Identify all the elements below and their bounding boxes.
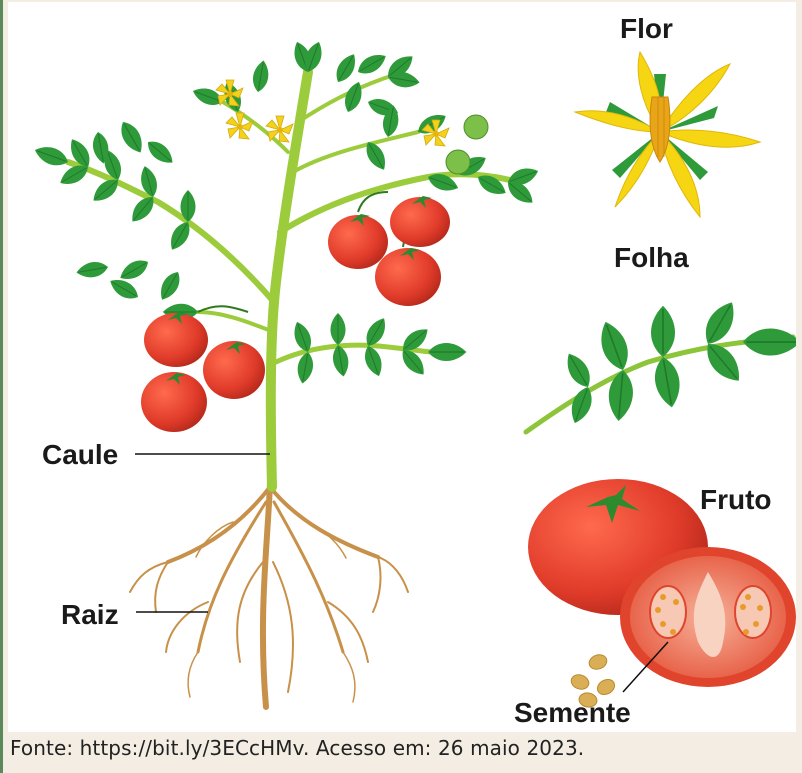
flower-illustration bbox=[575, 52, 760, 217]
label-leaf: Folha bbox=[614, 242, 689, 273]
label-fruit: Fruto bbox=[700, 484, 772, 515]
page-left-border bbox=[0, 0, 3, 773]
leaf-illustration bbox=[526, 297, 796, 432]
root-system bbox=[130, 482, 408, 707]
label-root: Raiz bbox=[61, 599, 119, 630]
tomato-plant-diagram: Flor Folha Fruto Caule Raiz Semente bbox=[8, 2, 796, 732]
label-seed: Semente bbox=[514, 697, 631, 728]
plant-flowers bbox=[216, 80, 449, 146]
label-stem: Caule bbox=[42, 439, 118, 470]
source-caption: Fonte: https://bit.ly/3ECcHMv. Acesso em… bbox=[10, 736, 584, 760]
label-flower: Flor bbox=[620, 13, 673, 44]
